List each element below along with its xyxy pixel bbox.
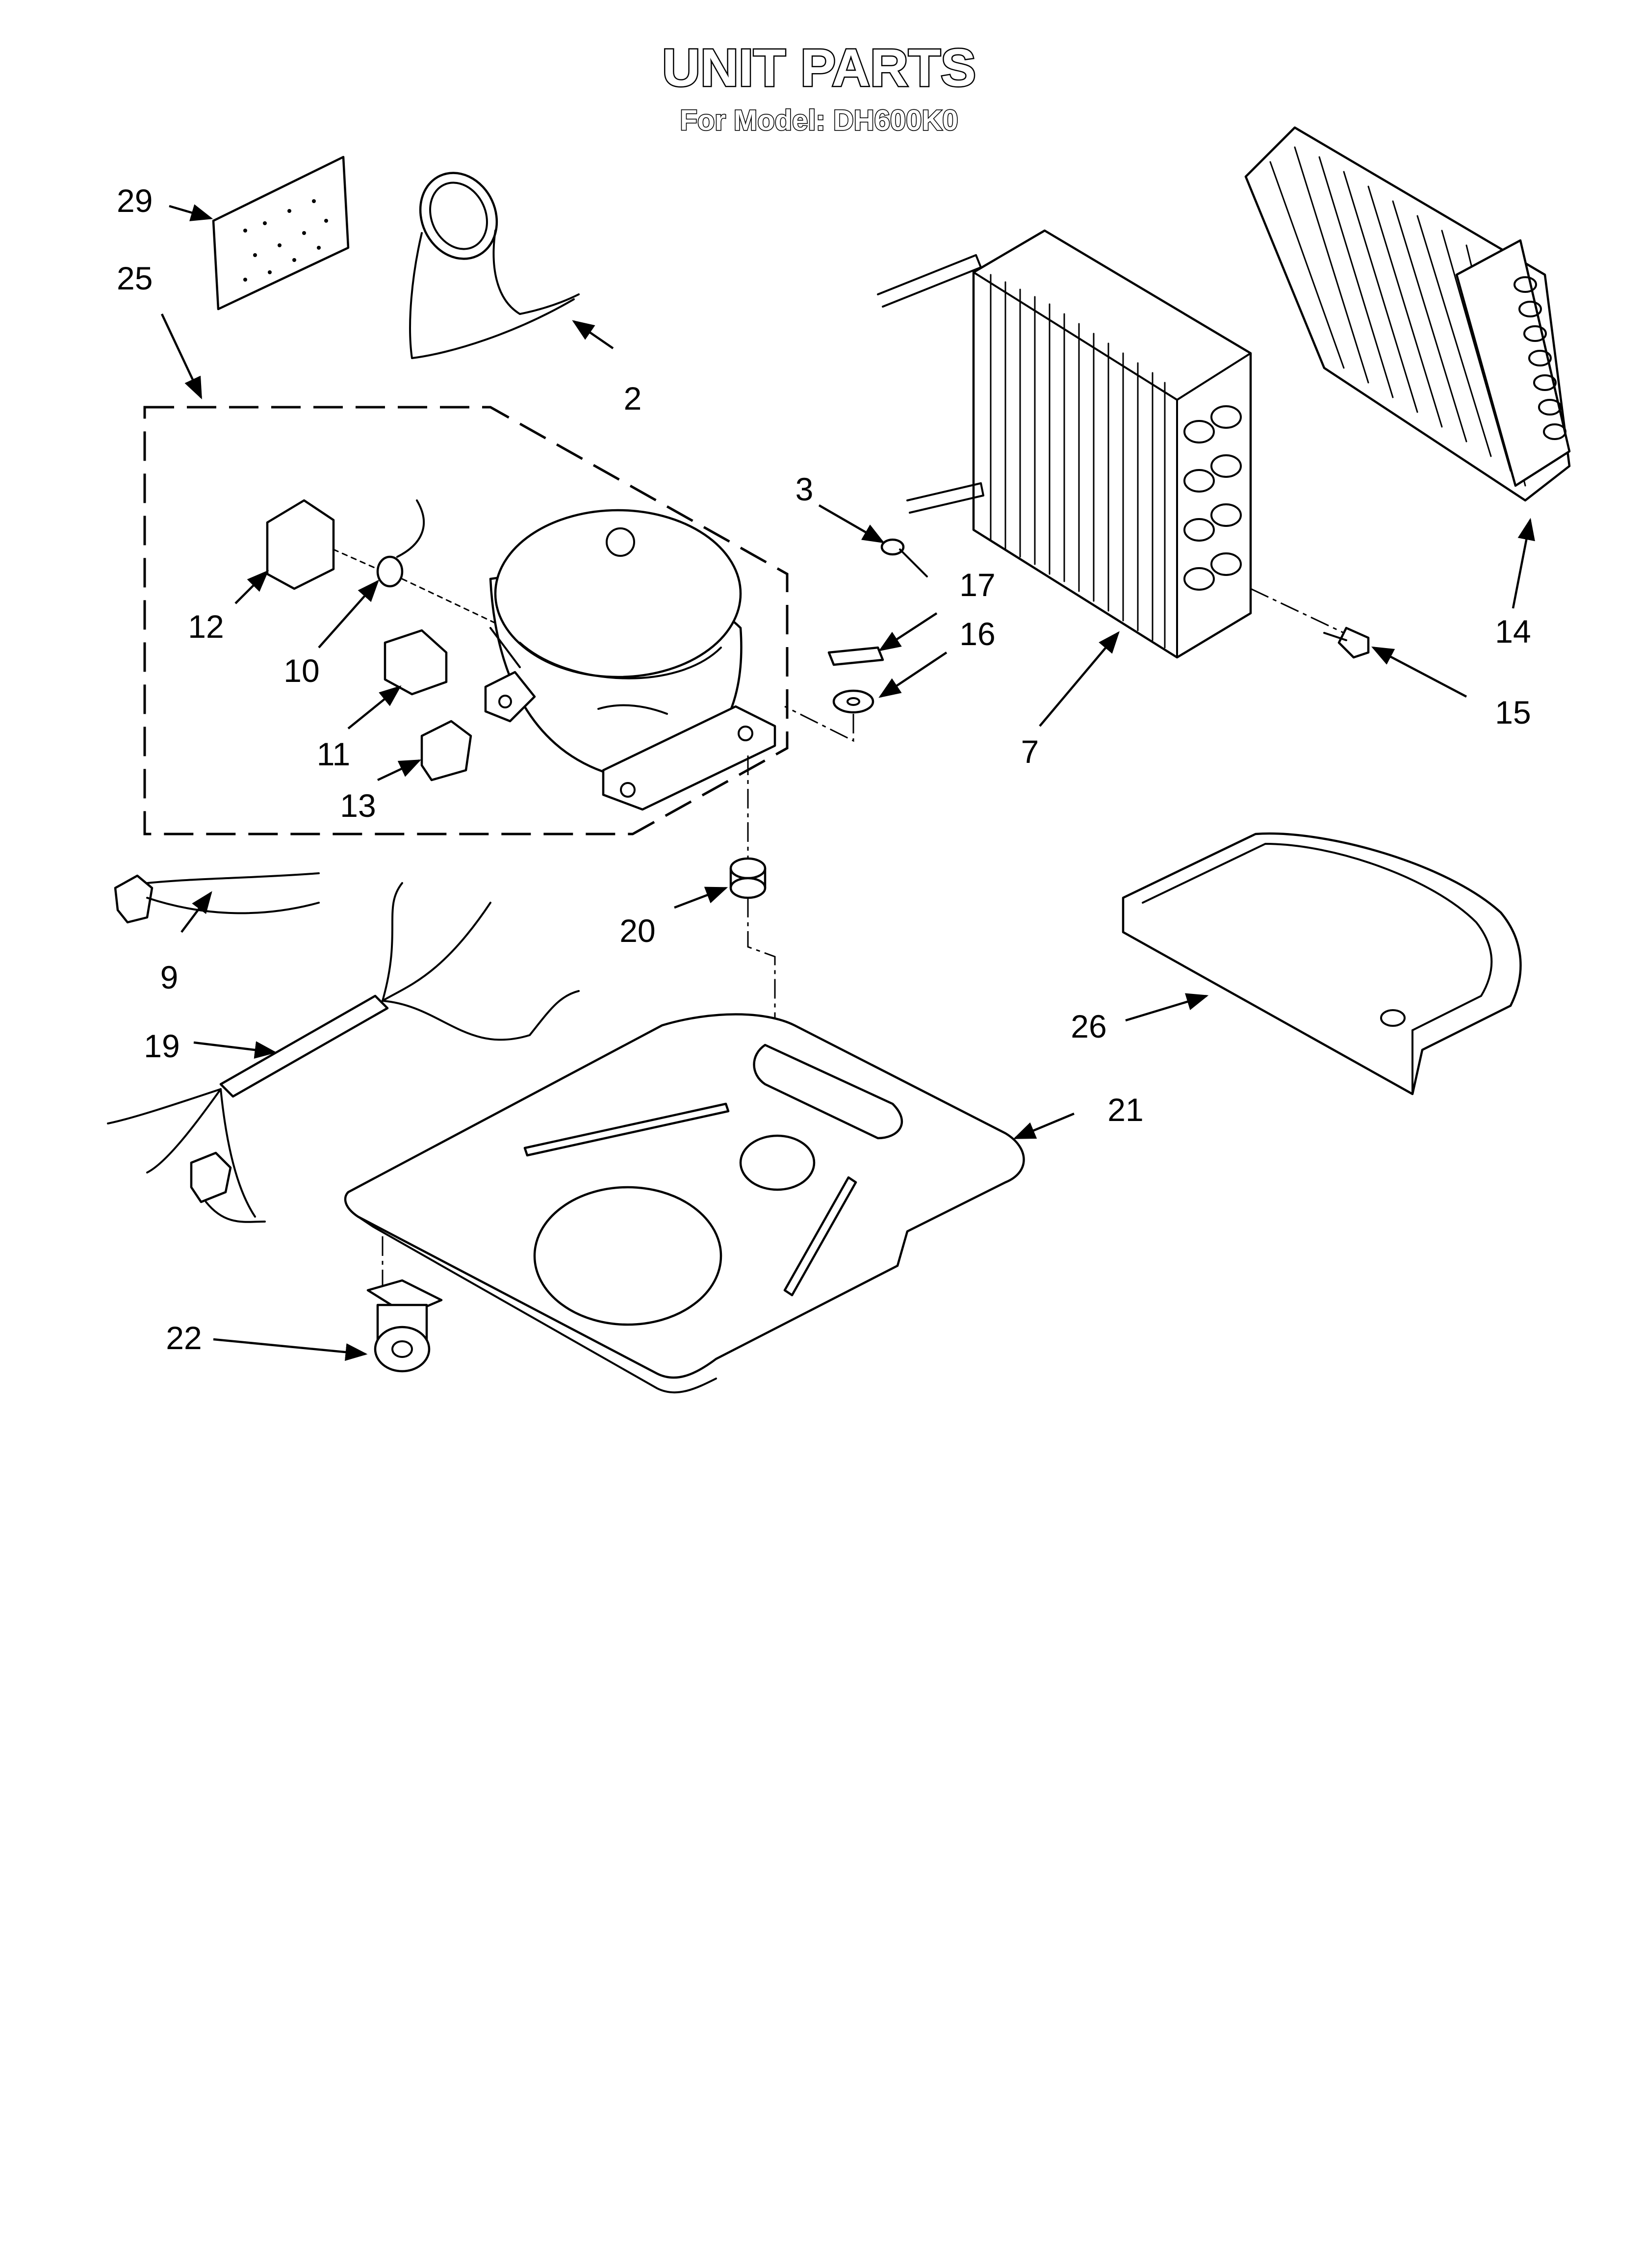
callout-9: 9 [160, 959, 179, 995]
part-17-clip [827, 646, 884, 666]
callout-17: 17 [959, 567, 995, 603]
callout-22: 22 [166, 1320, 202, 1356]
leader-16-to-assembly [784, 705, 854, 742]
part-22-caster [366, 1279, 443, 1373]
leader-10-to-compressor [333, 548, 496, 624]
part-11-relay [384, 629, 448, 696]
callout-19: 19 [144, 1028, 180, 1064]
part-15-screw [1323, 626, 1370, 659]
part-13-clip [420, 720, 472, 782]
callout-25: 25 [117, 260, 153, 296]
callout-3: 3 [795, 471, 814, 507]
model-subtitle: For Model: DH600K0 [680, 104, 958, 136]
part-20-grommet [729, 857, 767, 899]
part-10-overload-protector [376, 499, 425, 588]
callout-20: 20 [619, 912, 655, 949]
callout-12: 12 [188, 608, 224, 645]
callout-arrows [160, 204, 1535, 1361]
callout-11: 11 [317, 736, 351, 772]
part-14-condenser [1244, 126, 1571, 502]
callout-21: 21 [1107, 1092, 1143, 1128]
part-16-washer [832, 689, 874, 714]
page-title: UNIT PARTS [662, 38, 976, 97]
part-9-wire-harness [114, 872, 320, 924]
callout-7: 7 [1021, 733, 1039, 770]
leader-20-to-base [747, 898, 776, 1060]
callout-2: 2 [624, 380, 642, 417]
part-29-filter [212, 156, 350, 311]
compressor [484, 509, 776, 811]
callout-10: 10 [283, 652, 319, 689]
part-12-terminal-cover [266, 499, 335, 590]
callout-13: 13 [340, 787, 376, 824]
leader-7-to-15 [1250, 588, 1344, 634]
part-26-drip-tray [1122, 832, 1522, 1095]
callout-16: 16 [959, 616, 995, 652]
callout-29: 29 [117, 182, 153, 219]
part-21-base-pan [344, 1013, 1025, 1394]
part-3-screw [880, 538, 928, 577]
callout-14: 14 [1495, 613, 1531, 650]
part-7-evaporator [877, 229, 1252, 659]
callout-15: 15 [1495, 694, 1531, 730]
part-25-compressor-assembly-boundary [143, 406, 789, 835]
part-19-wiring-harness [107, 882, 580, 1223]
callout-26: 26 [1071, 1008, 1106, 1044]
part-2-hose [409, 172, 580, 359]
